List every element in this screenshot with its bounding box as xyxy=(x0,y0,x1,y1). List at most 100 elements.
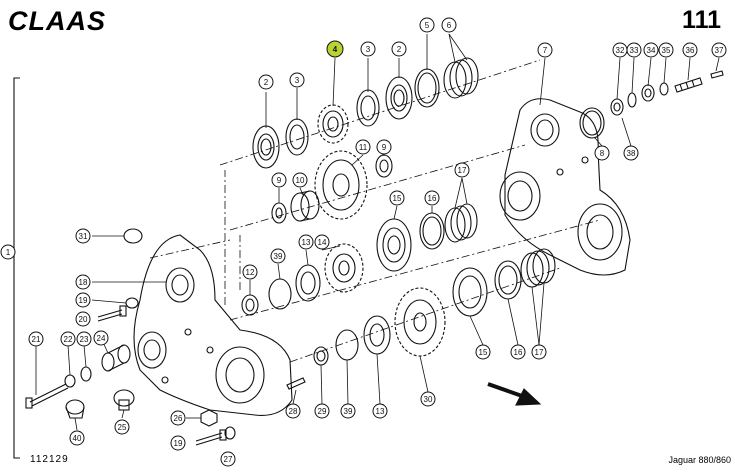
washer-9-left xyxy=(271,202,287,224)
nut-32 xyxy=(610,98,624,116)
cap-40 xyxy=(65,399,85,419)
callout-7: 7 xyxy=(543,46,548,55)
callout-9: 9 xyxy=(277,176,282,185)
callout-19: 19 xyxy=(79,296,88,305)
bearing-13-upper xyxy=(295,264,321,302)
callout-15: 15 xyxy=(479,348,488,357)
key-37 xyxy=(710,70,724,79)
callout-33: 33 xyxy=(630,46,639,55)
ring-34 xyxy=(641,84,655,102)
callout-20: 20 xyxy=(79,315,88,324)
callout-4-highlighted: 4 xyxy=(333,45,338,54)
callout-3: 3 xyxy=(366,45,371,54)
callout-3: 3 xyxy=(295,76,300,85)
washer-19-upper xyxy=(125,297,139,309)
callout-2: 2 xyxy=(264,78,269,87)
callout-14: 14 xyxy=(318,238,327,247)
callout-16: 16 xyxy=(514,348,523,357)
callout-35: 35 xyxy=(662,46,671,55)
callout-17: 17 xyxy=(535,348,544,357)
axis-lines xyxy=(149,59,601,363)
callout-27: 27 xyxy=(224,455,233,464)
callout-29: 29 xyxy=(318,407,327,416)
plug-31 xyxy=(123,228,143,244)
ring-16-lower xyxy=(494,260,522,300)
callout-23: 23 xyxy=(80,335,89,344)
washer-9-right xyxy=(375,154,393,178)
gear-4 xyxy=(317,104,349,144)
brand-logo: CLAAS xyxy=(8,6,106,36)
leader-lines xyxy=(35,33,720,431)
plug-25 xyxy=(113,389,135,411)
washer-22 xyxy=(64,374,76,388)
washer-27 xyxy=(224,426,236,440)
callout-32: 32 xyxy=(616,46,625,55)
callout-28: 28 xyxy=(289,407,298,416)
callout-circles xyxy=(0,17,727,467)
document-number: 112129 xyxy=(30,454,69,465)
callout-18: 18 xyxy=(79,278,88,287)
callout-8: 8 xyxy=(600,149,605,158)
callout-21: 21 xyxy=(32,335,41,344)
left-housing xyxy=(133,234,293,416)
washer-33 xyxy=(627,92,637,108)
ring-5 xyxy=(414,68,440,108)
gear-11 xyxy=(314,150,368,220)
callout-11: 11 xyxy=(359,143,368,152)
callout-39: 39 xyxy=(274,252,283,261)
shims-17-upper xyxy=(444,203,478,243)
callout-22: 22 xyxy=(64,335,73,344)
callout-38: 38 xyxy=(627,149,636,158)
callout-13: 13 xyxy=(302,238,311,247)
callout-19: 19 xyxy=(174,439,183,448)
callout-30: 30 xyxy=(424,395,433,404)
callout-2: 2 xyxy=(397,45,402,54)
gear-30 xyxy=(394,287,446,357)
direction-arrow xyxy=(487,382,542,406)
callout-40: 40 xyxy=(73,434,82,443)
bearing-2-right xyxy=(385,76,413,120)
ring-23 xyxy=(80,366,92,382)
callout-12: 12 xyxy=(246,268,255,277)
callout-31: 31 xyxy=(79,232,88,241)
callout-25: 25 xyxy=(118,423,127,432)
callout-17: 17 xyxy=(458,166,467,175)
callout-37: 37 xyxy=(715,46,724,55)
bolt-19-lower xyxy=(195,429,227,446)
bracket-1 xyxy=(13,77,20,459)
callout-39: 39 xyxy=(344,407,353,416)
callout-10: 10 xyxy=(296,176,305,185)
callout-24: 24 xyxy=(97,334,106,343)
bearing-2-left xyxy=(252,125,280,169)
callout-1: 1 xyxy=(6,248,11,257)
callout-16: 16 xyxy=(428,194,437,203)
bearing-15-lower xyxy=(452,267,488,317)
seal-3-left xyxy=(285,118,309,156)
housing-7 xyxy=(499,98,631,276)
seal-8 xyxy=(579,107,605,139)
gear-14 xyxy=(324,243,364,293)
sleeve-12 xyxy=(241,294,259,316)
callout-36: 36 xyxy=(686,46,695,55)
callout-34: 34 xyxy=(647,46,656,55)
ring-16-upper xyxy=(419,212,445,250)
callout-13: 13 xyxy=(376,407,385,416)
callout-6: 6 xyxy=(447,21,452,30)
nut-26 xyxy=(200,409,218,427)
model-label: Jaguar 880/860 xyxy=(668,455,731,465)
callout-15: 15 xyxy=(393,194,402,203)
washer-35 xyxy=(659,82,669,96)
callout-5: 5 xyxy=(425,21,430,30)
callout-labels: 2 3 4 3 2 5 6 7 32 33 34 35 36 37 8 38 1… xyxy=(6,21,724,464)
shaft-36 xyxy=(674,77,703,93)
bolt-21 xyxy=(25,383,69,409)
pin-28 xyxy=(286,377,306,390)
callout-9: 9 xyxy=(382,143,387,152)
shims-6 xyxy=(443,57,479,99)
seal-3-right xyxy=(356,89,380,127)
bearing-15-upper xyxy=(376,218,412,272)
needle-bearing-10 xyxy=(290,190,320,222)
bolt-20 xyxy=(97,305,127,322)
